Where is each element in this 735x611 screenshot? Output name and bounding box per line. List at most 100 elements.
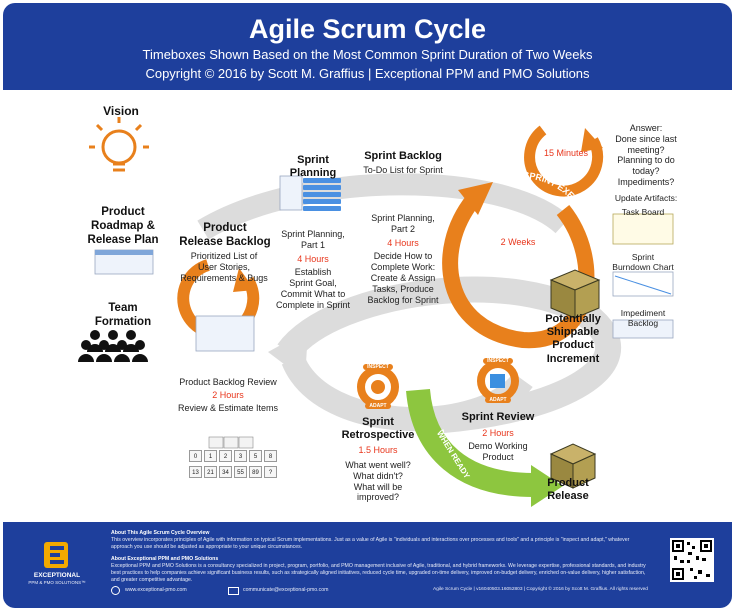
company-title: About Exceptional PPM and PMO Solutions (111, 556, 219, 562)
question-1-line-2: meeting? (627, 144, 665, 155)
part1-desc-3: Commit What to (280, 288, 346, 299)
planning-title-line-2: Planning (289, 167, 337, 180)
estimate-card: 13 (189, 466, 202, 478)
team-line-1: Team (108, 302, 138, 314)
task-board-label: Task Board (621, 207, 665, 217)
sprint-review-title: Sprint Review (461, 411, 535, 423)
planning-doc (279, 175, 303, 211)
team-people-icon (78, 330, 148, 362)
backlog-review-desc: Review & Estimate Items (177, 403, 279, 413)
globe-icon (111, 586, 120, 595)
impediment-line-2: Backlog (627, 318, 659, 329)
sprint-execution-loop (442, 195, 595, 349)
qr-code[interactable] (670, 538, 714, 582)
backlog-review-label: Product Backlog Review (179, 377, 277, 387)
part2-line-2: Part 2 (390, 223, 415, 234)
company-logo (41, 540, 71, 570)
part2-desc-4: Tasks, Produce (372, 283, 434, 294)
part1-time: 4 Hours (297, 253, 329, 264)
increment-line-2: Shippable (546, 326, 600, 339)
impediment-label: Impediment Backlog (603, 308, 683, 328)
backlog-title-line-1: Product (203, 222, 247, 234)
part1-line-2: Part 1 (300, 239, 325, 250)
estimate-card: 89 (249, 466, 262, 478)
increment-line-3: Product (552, 339, 594, 352)
version-line: Agile Scrum Cycle | v16040503.16052803 |… (433, 587, 648, 592)
review-inspect-tag: INSPECT (483, 358, 513, 364)
retro-title-line-2: Retrospective (341, 429, 415, 442)
header-banner: Agile Scrum Cycle Timeboxes Shown Based … (3, 3, 732, 90)
sprint-review-time: 2 Hours (482, 428, 514, 438)
estimate-card: 3 (234, 450, 247, 462)
team-formation-label: Team Formation (73, 302, 173, 330)
product-release-label: Product Release (528, 477, 608, 503)
logo-tagline: PPM & PMO SOLUTIONS™ (28, 580, 86, 585)
estimate-card: 0 (189, 450, 202, 462)
top-cycle-band (197, 173, 571, 240)
company-text: Exceptional PPM and PMO Solutions is a c… (111, 563, 646, 584)
estimate-deck (208, 436, 254, 449)
release-line-1: Product (547, 477, 589, 489)
backlog-desc-line-2: User Stories, (197, 261, 250, 272)
retro-adapt-tag: ADAPT (365, 403, 391, 409)
question-2-line-2: today? (632, 166, 660, 177)
impediment-thumbnail (612, 319, 674, 339)
backlog-title-line-2: Release Backlog (179, 235, 271, 248)
increment-line-4: Increment (546, 352, 600, 365)
release-line-2: Release (547, 490, 589, 503)
planning-part1: Sprint Planning, Part 1 4 Hours Establis… (265, 229, 361, 311)
about-title: About This Agile Scrum Cycle Overview (111, 530, 210, 536)
roadmap-line-3: Release Plan (87, 233, 159, 246)
logo-name: EXCEPTIONAL (33, 572, 81, 579)
part2-desc-2: Complete Work: (370, 262, 436, 273)
part2-desc-1: Decide How to (373, 251, 433, 262)
estimate-card: 5 (249, 450, 262, 462)
impediment-line-1: Impediment (620, 308, 666, 318)
part2-desc-5: Backlog for Sprint (367, 294, 439, 305)
logo-e-mark (44, 542, 68, 568)
page-subtitle: Timeboxes Shown Based on the Most Common… (142, 47, 593, 62)
sprint-planning-title: Sprint Planning (278, 154, 348, 180)
backlog-loop-arrowhead (233, 268, 255, 292)
part1-desc-4: Complete in Sprint (275, 299, 351, 310)
part2-line-1: Sprint Planning, (371, 213, 435, 223)
estimate-card: 2 (219, 450, 232, 462)
main-cycle-arrow (277, 276, 621, 433)
burndown-thumbnail (612, 271, 674, 297)
vision-label: Vision (103, 104, 139, 118)
part1-line-1: Sprint Planning, (281, 229, 345, 239)
scrum-diagram: DAILY SCRUM SPRINT EXECUTION (3, 90, 732, 522)
website-link[interactable]: www.exceptional-pmo.com (125, 587, 187, 593)
release-box (549, 443, 597, 489)
footer: EXCEPTIONAL PPM & PMO SOLUTIONS™ About T… (3, 522, 732, 608)
planning-stack (303, 178, 341, 211)
part1-desc-1: Establish (294, 267, 332, 278)
part2-time: 4 Hours (387, 237, 419, 248)
burndown-label: Sprint Burndown Chart (603, 252, 683, 272)
retrospective-title: Sprint Retrospective (328, 416, 428, 442)
team-line-2: Formation (94, 315, 152, 328)
backlog-desc-line-1: Prioritized List of (190, 251, 258, 261)
burndown-line-2: Burndown Chart (612, 262, 674, 273)
review-adapt-tag: ADAPT (485, 397, 511, 403)
planning-part2: Sprint Planning, Part 2 4 Hours Decide H… (353, 213, 453, 305)
planning-title-line-1: Sprint (297, 154, 329, 166)
roadmap-line-1: Product (101, 206, 145, 218)
daily-scrum-questions: Answer: Done since last meeting? Plannin… (601, 123, 691, 188)
increment-label: Potentially Shippable Product Increment (523, 313, 623, 366)
email-link[interactable]: communicate@exceptional-pmo.com (243, 587, 329, 593)
retro-gear (371, 380, 385, 394)
backlog-sheet (195, 315, 255, 352)
estimate-card: 1 (204, 450, 217, 462)
retro-question-1: What went well? (345, 460, 411, 470)
burndown-line-1: Sprint (631, 252, 655, 262)
when-ready-arrow (406, 388, 534, 497)
roadmap-label: Product Roadmap & Release Plan (73, 206, 173, 247)
copyright-line: Copyright © 2016 by Scott M. Graffius | … (145, 66, 590, 81)
retro-question-2: What didn't? (353, 470, 403, 481)
daily-scrum-time: 15 Minutes (543, 148, 589, 158)
sprint-duration: 2 Weeks (500, 237, 536, 247)
